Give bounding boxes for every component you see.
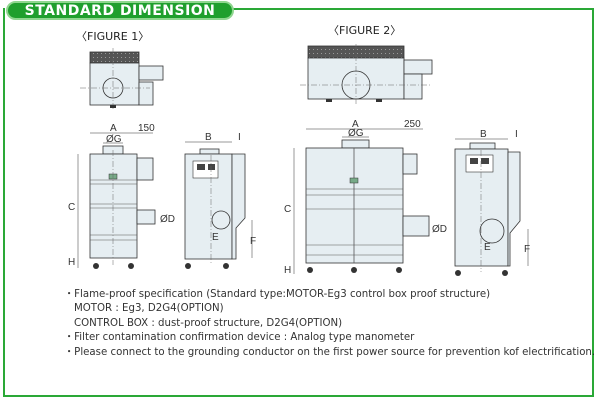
- note-line: MOTOR : Eg3, D2G4(OPTION): [74, 303, 224, 315]
- dim-h-2: H: [284, 265, 291, 276]
- figure-2-top-view: [300, 44, 433, 104]
- note-line: ・Filter contamination confirmation devic…: [64, 332, 415, 344]
- dim-offset-1: 150: [138, 123, 155, 134]
- note-line: ・Please connect to the grounding conduct…: [64, 346, 596, 358]
- figure-2-side-view: B I E F: [454, 129, 530, 276]
- note-line: CONTROL BOX : dust-proof structure, D2G4…: [74, 317, 343, 329]
- spec-notes: ・Flame-proof specification (Standard typ…: [64, 288, 595, 360]
- content-frame: [3, 8, 594, 397]
- dim-f-2: F: [524, 244, 530, 255]
- dim-h-1: H: [68, 257, 75, 268]
- section-title: STANDARD DIMENSION: [24, 2, 216, 19]
- section-title-tab: STANDARD DIMENSION: [6, 1, 234, 20]
- dim-b-2: B: [480, 129, 487, 140]
- dim-d-2: ØD: [432, 224, 447, 235]
- note-line: ・Flame-proof specification (Standard typ…: [64, 289, 491, 300]
- dim-a-2: A: [352, 119, 359, 130]
- dim-c-1: C: [68, 202, 75, 213]
- dim-e-1: E: [212, 232, 219, 243]
- dim-i-1: I: [238, 132, 241, 143]
- dim-f-1: F: [250, 236, 256, 247]
- figure-1-side-view: B I E F: [184, 132, 256, 269]
- dim-e-2: E: [484, 242, 491, 253]
- dim-c-2: C: [284, 204, 291, 215]
- figure-1-top-view: [80, 48, 164, 110]
- header-rule: [230, 8, 594, 10]
- dim-i-2: I: [515, 129, 518, 140]
- dim-g-1: ØG: [106, 134, 122, 145]
- dim-a-1: A: [110, 123, 117, 134]
- figure-1-front-view: A 150 ØG C H ØD: [68, 123, 175, 269]
- figure-1-label: 〈FIGURE 1〉: [76, 30, 150, 43]
- dim-b-1: B: [205, 132, 212, 143]
- dim-d-1: ØD: [160, 214, 175, 225]
- figure-2-front-view: A 250 ØG C H ØD: [284, 119, 447, 276]
- dim-g-2: ØG: [348, 128, 364, 139]
- dim-offset-2: 250: [404, 119, 421, 130]
- figure-2-label: 〈FIGURE 2〉: [328, 24, 402, 37]
